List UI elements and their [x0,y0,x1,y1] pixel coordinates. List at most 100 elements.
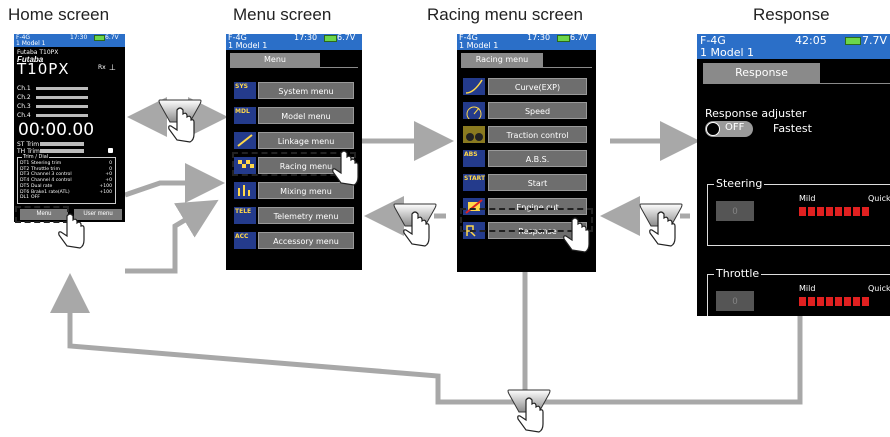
home-timer[interactable]: 00:00.00 [18,120,95,140]
rate-segment [808,297,815,306]
rate-segment [862,297,869,306]
steering-mild: Mild [799,194,816,203]
title-response: Response [753,5,830,24]
racing-item-start[interactable]: Start [488,174,587,191]
menu-tab-underline [230,67,358,68]
response-status-left: F-4G [700,34,726,47]
menu-item-telemetry[interactable]: Telemetry menu [258,207,354,224]
racing-item-abs[interactable]: A.B.S. [488,150,587,167]
ch1-label: Ch.1 [17,85,31,92]
response-tab[interactable]: Response [703,63,820,83]
battery-icon [557,35,570,42]
futaba-logo: Futaba [17,55,44,64]
menu-model: 1 Model 1 [228,41,268,50]
rate-segment [799,207,806,216]
racing-item-traction[interactable]: Traction control [488,126,587,143]
mdl-icon: MDL [234,107,256,124]
racing-status-bar: F-4G 17:30 6.7V 1 Model 1 [457,34,596,50]
home-user-menu-button[interactable]: User menu [74,209,122,220]
tele-icon: TELE [234,207,256,224]
highlight-home-menu [15,206,69,223]
ch3-label: Ch.3 [17,103,31,110]
highlight-response [460,208,593,232]
battery-icon [845,37,861,45]
rate-segment [817,297,824,306]
racing-voltage: 6.7V [570,34,589,42]
menu-item-system[interactable]: System menu [258,82,354,99]
steering-label: Steering [714,177,765,190]
menu-tab[interactable]: Menu [230,53,320,67]
start-icon: START [463,174,485,191]
racing-item-speed[interactable]: Speed [488,102,587,119]
th-trim-bar [40,149,84,153]
home-status-left: F-4G [16,34,31,41]
rx-label: Rx [98,64,106,71]
rate-segment [835,207,842,216]
racing-model: 1 Model 1 [459,41,499,50]
rate-segment [826,297,833,306]
response-adjuster-label: Response adjuster [705,107,807,120]
home-brand: Futaba T10PX [17,49,59,56]
racing-tab[interactable]: Racing menu [461,53,543,67]
racing-item-curve[interactable]: Curve(EXP) [488,78,587,95]
arrow-user-to-mixing [125,199,219,274]
battery-icon [324,35,337,42]
menu-status-bar: F-4G 17:30 6.7V 1 Model 1 [226,34,362,50]
toggle-state: OFF [725,122,745,133]
mixing-icon [234,182,256,199]
menu-item-linkage[interactable]: Linkage menu [258,132,354,149]
home-menu-button[interactable]: Menu [20,209,68,220]
response-model: 1 Model 1 [700,46,755,59]
menu-item-model[interactable]: Model menu [258,107,354,124]
st-trim-bar [40,142,84,146]
traction-icon [463,126,485,143]
curve-icon [463,78,485,95]
rate-segment [844,297,851,306]
rate-segment [817,207,824,216]
ch3-bar [36,105,88,108]
th-trim-label: TH Trim [17,148,40,155]
ch4-label: Ch.4 [17,112,31,119]
engine-cut-icon [463,198,485,215]
response-toggle[interactable]: OFF [705,121,753,137]
rate-segment [799,297,806,306]
st-trim-label: ST Trim [17,141,40,148]
steering-quick: Quick [868,194,890,203]
rate-segment [853,207,860,216]
menu-item-accessory[interactable]: Accessory menu [258,232,354,249]
ch1-bar [36,87,88,90]
ch2-label: Ch.2 [17,94,31,101]
rate-segment [862,207,869,216]
response-time: 42:05 [795,34,827,47]
steering-value[interactable]: 0 [716,201,754,221]
antenna-icon: ⊥ [109,63,116,72]
title-racing: Racing menu screen [427,5,583,24]
throttle-quick: Quick [868,284,890,293]
rate-segment [826,207,833,216]
racing-time: 17:30 [527,34,551,42]
title-home: Home screen [8,5,110,24]
home-model: 1 Model 1 [16,40,46,47]
response-mode[interactable]: Fastest [773,122,812,135]
throttle-rate-bar [799,297,869,306]
arrow-menu-to-racing [124,163,225,203]
throttle-value[interactable]: 0 [716,291,754,311]
arrow-bottom-loop [50,273,803,405]
highlight-racing-menu [232,152,356,176]
racing-status-left: F-4G [459,34,478,42]
racing-item-engine-cut[interactable]: Engine cut [488,198,587,215]
menu-item-mixing[interactable]: Mixing menu [258,182,354,199]
trim-header: Trim / Dial [22,154,50,160]
toggle-knob [706,122,720,136]
rate-segment [808,207,815,216]
home-screen: F-4G 17:30 6.7V 1 Model 1 Futaba T10PX F… [14,34,125,222]
